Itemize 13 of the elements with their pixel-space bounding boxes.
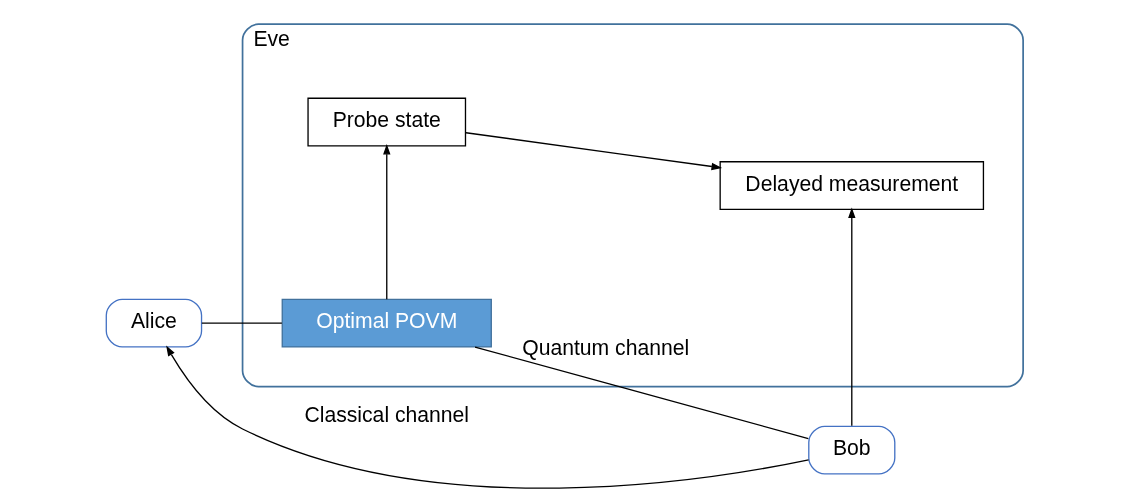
connector <box>200 322 283 324</box>
edge-label: Classical channel <box>303 403 469 427</box>
arrow <box>382 143 390 300</box>
node-box: Alice <box>105 298 202 348</box>
node-box: Bob <box>807 425 895 475</box>
node-box: Delayed measurement <box>719 161 984 210</box>
edge-label: Quantum channel <box>521 335 689 359</box>
arrow <box>165 345 809 489</box>
arrow <box>464 132 722 171</box>
node-box: Optimal POVM <box>281 298 492 348</box>
arrow <box>847 207 855 427</box>
connector <box>473 346 809 440</box>
node-box: Probe state <box>306 97 466 147</box>
